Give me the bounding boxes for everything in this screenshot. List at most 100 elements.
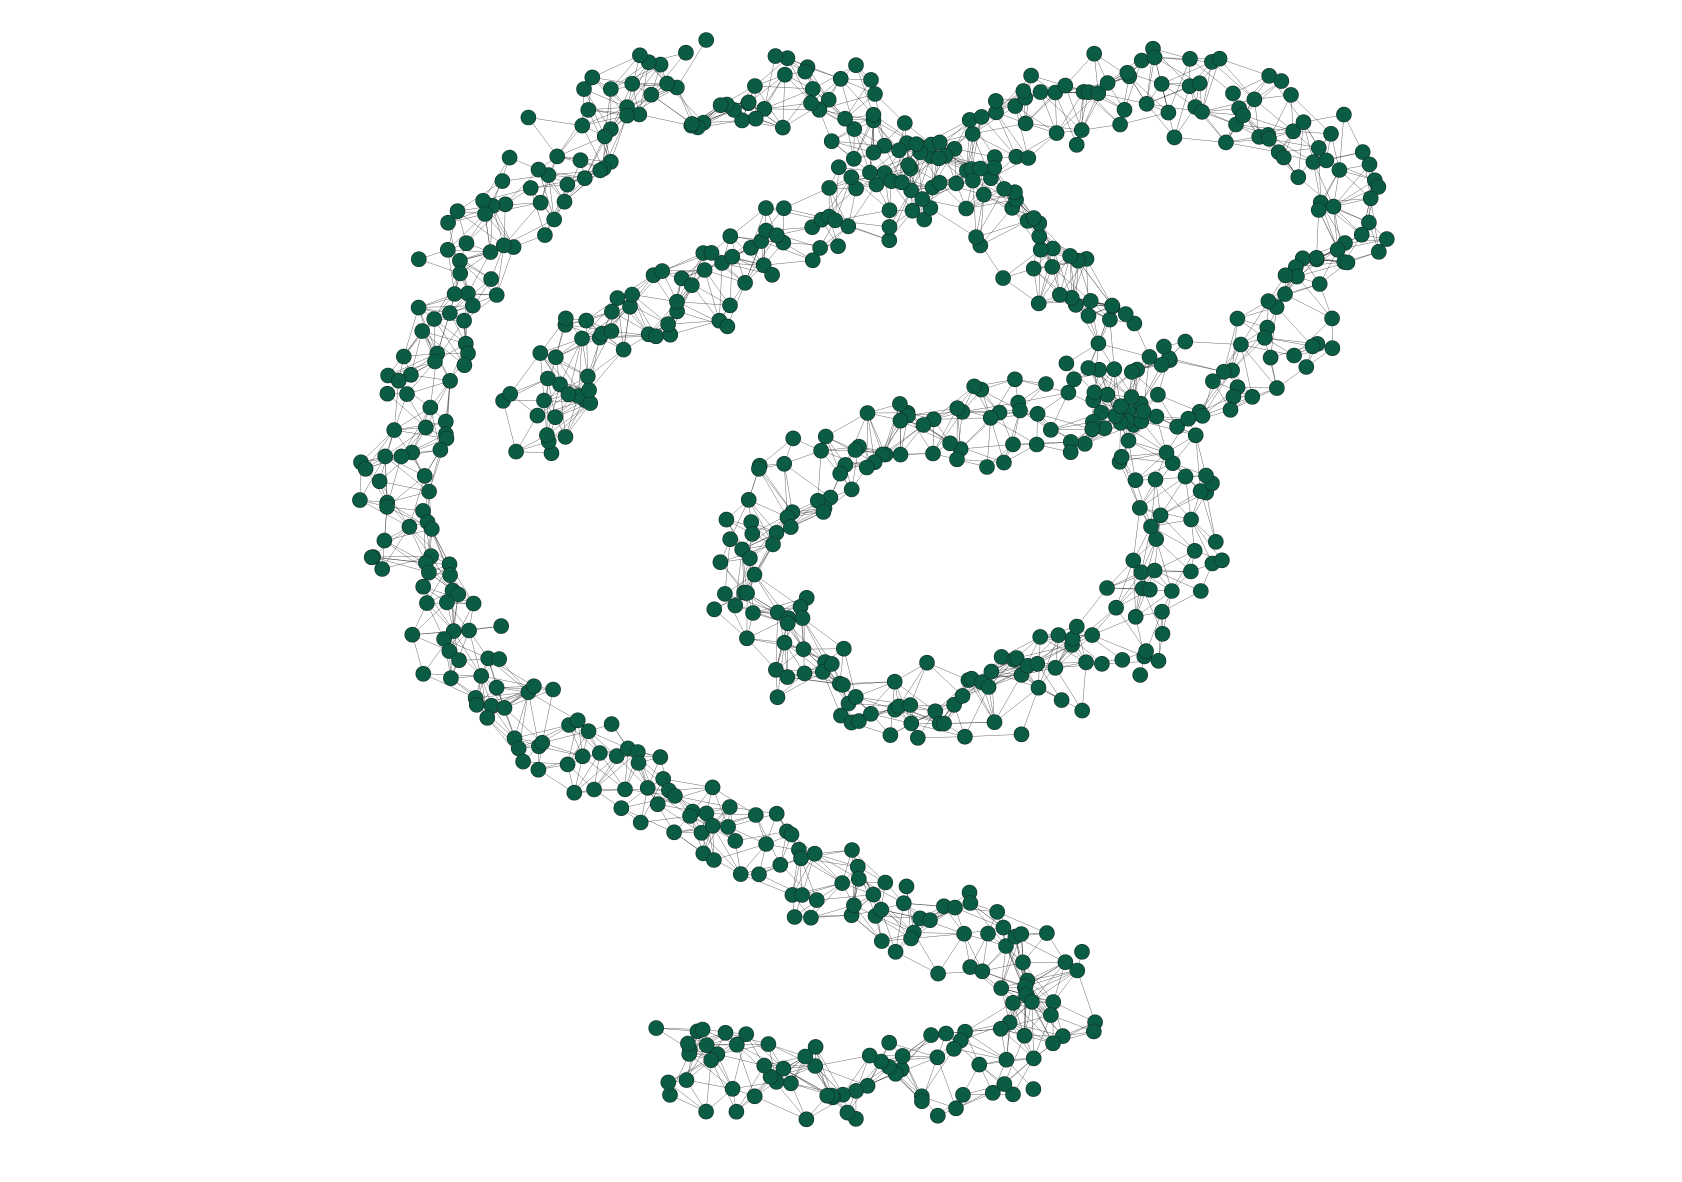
graph-edge xyxy=(1141,420,1196,436)
graph-edge xyxy=(1055,667,1083,711)
graph-node xyxy=(830,159,847,175)
graph-node xyxy=(617,781,633,798)
graph-node xyxy=(586,781,602,798)
graph-edge xyxy=(724,539,731,594)
graph-node xyxy=(1127,608,1144,625)
graph-node xyxy=(414,323,431,339)
graph-edge xyxy=(593,751,638,790)
graph-node xyxy=(1045,1035,1061,1052)
graph-node xyxy=(639,780,656,796)
graph-node xyxy=(1141,349,1158,365)
graph-node xyxy=(995,919,1012,936)
graph-node xyxy=(712,97,729,113)
graph-node xyxy=(698,1103,714,1120)
graph-edge xyxy=(651,52,687,95)
graph-node xyxy=(728,1036,745,1053)
graph-edge xyxy=(544,184,568,236)
graph-node xyxy=(566,784,583,801)
graph-edge xyxy=(1038,249,1041,304)
graph-node xyxy=(410,299,427,316)
graph-node xyxy=(1318,152,1335,169)
graph-node xyxy=(477,206,493,222)
graph-node xyxy=(948,1100,964,1117)
graph-edge xyxy=(423,586,454,632)
graph-node xyxy=(1183,511,1199,528)
graph-edge xyxy=(1219,58,1270,77)
graph-node xyxy=(740,491,757,508)
graph-edge xyxy=(466,204,506,244)
graph-node xyxy=(1048,125,1065,141)
graph-edge xyxy=(761,240,813,261)
graph-edge xyxy=(964,686,989,737)
graph-node xyxy=(1353,226,1370,243)
graph-edge xyxy=(557,136,605,157)
graph-node xyxy=(1214,552,1230,569)
graph-edge xyxy=(964,1031,1007,1060)
graph-edge xyxy=(764,56,776,109)
graph-node xyxy=(557,429,574,445)
graph-node xyxy=(806,845,823,862)
graph-node xyxy=(669,293,685,310)
graph-edge xyxy=(765,207,822,220)
graph-node xyxy=(858,459,875,476)
graph-node xyxy=(747,110,764,127)
graph-edge xyxy=(676,301,731,306)
graph-node xyxy=(1153,357,1170,373)
graph-node xyxy=(843,481,860,498)
graph-node xyxy=(659,75,675,92)
graph-edge xyxy=(1333,180,1375,207)
graph-node xyxy=(823,656,840,672)
graph-edge xyxy=(393,380,399,431)
graph-node xyxy=(1069,618,1085,635)
graph-edge xyxy=(1155,539,1173,592)
graph-edge xyxy=(1339,114,1345,171)
graph-node xyxy=(1119,65,1136,81)
graph-edge xyxy=(1012,1002,1054,1044)
graph-node xyxy=(998,938,1014,954)
graph-node xyxy=(539,427,555,443)
graph-edge xyxy=(944,721,995,724)
graph-node xyxy=(808,892,825,908)
graph-node xyxy=(745,605,761,621)
graph-edge xyxy=(972,123,1026,135)
graph-node xyxy=(441,305,458,321)
graph-node xyxy=(827,212,844,229)
graph-node xyxy=(882,727,899,743)
graph-edge xyxy=(930,119,970,157)
graph-edge xyxy=(1015,105,1057,134)
graph-edge xyxy=(749,558,754,614)
graph-node xyxy=(393,448,410,465)
graph-edge xyxy=(409,475,425,527)
graph-node xyxy=(922,912,938,929)
graph-node xyxy=(648,1020,665,1036)
graph-edge xyxy=(1195,435,1201,492)
graph-node xyxy=(873,933,890,949)
graph-edge xyxy=(889,1042,938,1058)
graph-node xyxy=(1112,116,1128,133)
graph-edge xyxy=(574,752,600,793)
graph-node xyxy=(461,622,477,639)
graph-edge xyxy=(1056,91,1084,134)
graph-node xyxy=(979,459,995,475)
graph-edge xyxy=(729,256,733,306)
graph-edge xyxy=(780,864,817,901)
graph-node xyxy=(1090,335,1107,352)
graph-node xyxy=(1277,267,1294,284)
graph-edge xyxy=(1098,343,1150,358)
graph-node xyxy=(1090,85,1107,102)
graph-node xyxy=(1305,154,1322,170)
graph-edge xyxy=(705,1060,712,1112)
graph-edge xyxy=(976,220,1028,238)
graph-edge xyxy=(1121,456,1173,464)
graph-edge xyxy=(1040,636,1087,663)
graph-node xyxy=(1164,583,1180,599)
graph-edge xyxy=(855,65,874,115)
graph-node xyxy=(850,870,867,887)
graph-node xyxy=(1150,652,1167,669)
graph-node xyxy=(569,712,586,729)
graph-node xyxy=(1086,1023,1102,1040)
graph-node xyxy=(473,668,490,684)
graph-node xyxy=(1208,533,1224,550)
graph-edge xyxy=(764,88,813,110)
graph-edge xyxy=(921,1048,955,1097)
